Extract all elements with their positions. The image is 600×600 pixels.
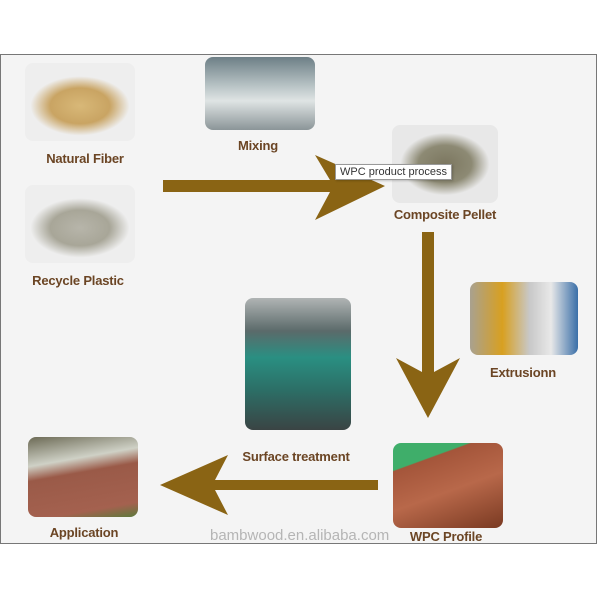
composite-pellet-label: Composite Pellet bbox=[393, 207, 497, 222]
extrusion-image bbox=[470, 282, 578, 355]
surface-treatment-image bbox=[245, 298, 351, 430]
mixing-label: Mixing bbox=[238, 138, 278, 153]
wpc-profile-image bbox=[393, 443, 503, 528]
down-arrow bbox=[396, 232, 460, 418]
surface-treatment-label: Surface treatment bbox=[242, 449, 350, 464]
application-image bbox=[28, 437, 138, 517]
extrusion-label: Extrusionn bbox=[490, 365, 556, 380]
recycle-plastic-image bbox=[25, 185, 135, 263]
tooltip: WPC product process bbox=[335, 164, 452, 180]
watermark: bambwood.en.alibaba.com bbox=[210, 527, 390, 544]
mixing-image bbox=[205, 57, 315, 130]
recycle-plastic-label: Recycle Plastic bbox=[32, 273, 124, 288]
right-arrow bbox=[163, 155, 385, 220]
wpc-profile-label: WPC Profile bbox=[409, 529, 483, 544]
application-label: Application bbox=[49, 525, 119, 540]
left-arrow bbox=[160, 455, 378, 515]
natural-fiber-image bbox=[25, 63, 135, 141]
natural-fiber-label: Natural Fiber bbox=[46, 151, 124, 166]
